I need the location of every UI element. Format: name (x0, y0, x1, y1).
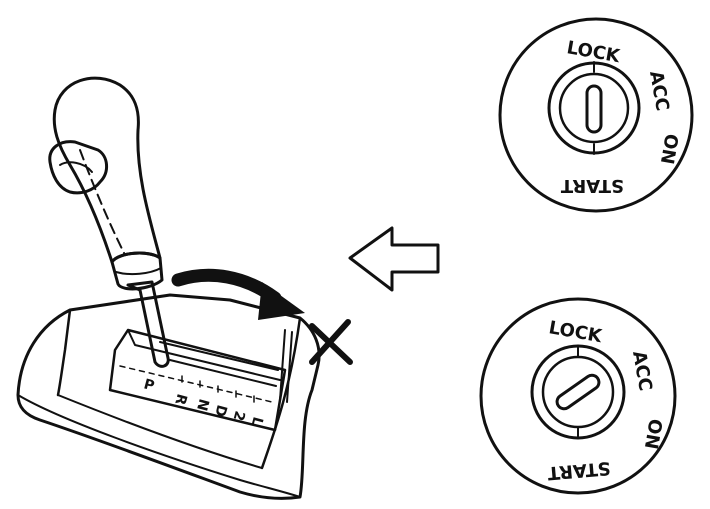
gate-position-l: L (248, 415, 266, 428)
ignition-bottom-start-label: START (546, 457, 611, 483)
ignition-top-on-label: ON (656, 132, 682, 166)
ignition-bottom-acc-label: ACC (628, 349, 656, 392)
shift-lever (48, 76, 170, 368)
ignition-switch-bottom: LOCK ACC ON START (479, 297, 677, 495)
shift-console (16, 293, 321, 500)
gate-position-p: P (142, 376, 156, 394)
ignition-bottom-on-label: ON (640, 417, 666, 451)
gate-position-n: N (193, 397, 211, 412)
x-mark-icon (309, 319, 353, 365)
curved-arrow-right-icon (171, 268, 305, 320)
key-slot-icon (585, 84, 603, 134)
ignition-top-lock-label: LOCK (565, 37, 622, 67)
ignition-bottom-lock-label: LOCK (547, 317, 604, 347)
gate-position-2: 2 (230, 409, 248, 423)
ignition-switch-top: LOCK ACC ON START (498, 17, 694, 213)
key-slot-icon (555, 373, 601, 411)
gate-position-r: R (171, 392, 189, 407)
hollow-arrow-left-icon (348, 226, 440, 292)
ignition-top-acc-label: ACC (645, 69, 673, 112)
gate-position-labels: P R N D 2 L (142, 375, 266, 428)
ignition-top-start-label: START (560, 175, 624, 196)
gate-position-d: D (211, 403, 229, 418)
